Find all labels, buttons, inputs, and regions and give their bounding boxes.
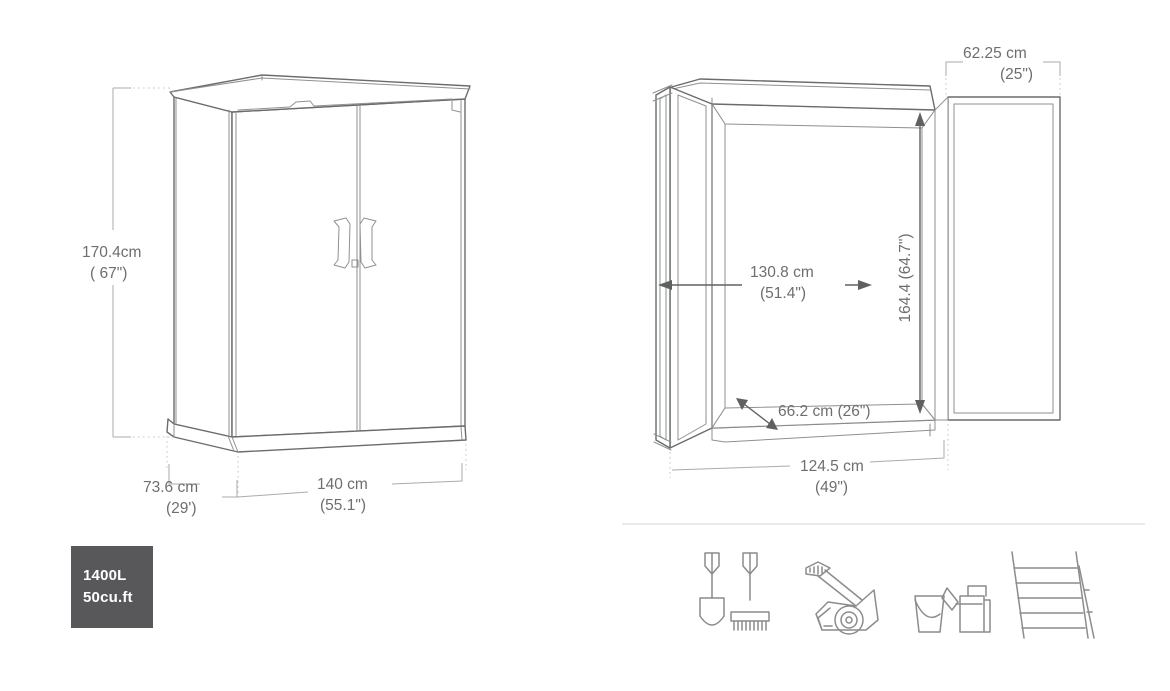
dimension-depth-closed: 73.6 cm (29') [143,436,239,517]
shed-front-face [231,98,466,438]
dimension-width-imperial: (55.1") [320,497,366,514]
dimension-interior-width-imperial: (51.4") [760,285,806,302]
dimension-interior-depth: 66.2 cm (26") [736,398,871,430]
capacity-badge: 1400L 50cu.ft [71,546,153,628]
door-handles [333,217,377,269]
dimension-width-closed: 140 cm (55.1") [237,444,467,514]
capacity-litres: 1400L [83,567,127,585]
dimension-height-metric: 170.4cm [82,244,141,261]
left-door-frame [652,84,673,451]
tool-icon-wheelbarrow [805,561,879,635]
left-open-door [669,86,713,449]
dimension-swing-metric: 62.25 cm [963,45,1027,62]
dimension-height-closed: 170.4cm ( 67") [82,87,172,438]
tool-icon-bucket-watering-can [914,585,991,633]
dimension-interior-depth-label: 66.2 cm (26") [778,403,871,420]
dimension-depth-metric: 73.6 cm [143,479,198,496]
closed-shed-drawing: 170.4cm ( 67") [82,74,471,517]
dimension-height-imperial: ( 67") [90,265,127,282]
dimension-interior-height: 164.4 (64.7") [897,112,925,414]
dimension-door-swing: 62.25 cm (25") [945,45,1061,100]
capacity-cubic-feet: 50cu.ft [83,589,133,606]
tool-icon-ladder [1011,551,1095,639]
tool-icon-shovel-rake [699,552,770,631]
dimension-width-metric: 140 cm [317,476,368,493]
interior-left-wall [711,103,726,429]
dimension-opening-width-metric: 124.5 cm [800,458,864,475]
dimension-interior-height-label: 164.4 (64.7") [897,233,914,322]
dimension-interior-width-metric: 130.8 cm [750,264,814,281]
right-door-hinge-edge [934,96,949,421]
shed-base-plinth [166,418,467,453]
dimension-swing-imperial: (25") [1000,66,1033,83]
right-open-door [947,96,1061,421]
dimension-depth-imperial: (29') [166,500,197,517]
dimension-opening-width: 124.5 cm (49") [669,424,949,496]
dimension-opening-width-imperial: (49") [815,479,848,496]
open-shed-drawing: 62.25 cm (25") [652,45,1061,496]
interior-right-wall [921,109,936,421]
dimension-interior-width: 130.8 cm (51.4") [658,264,872,302]
shed-side-panel [173,96,233,438]
